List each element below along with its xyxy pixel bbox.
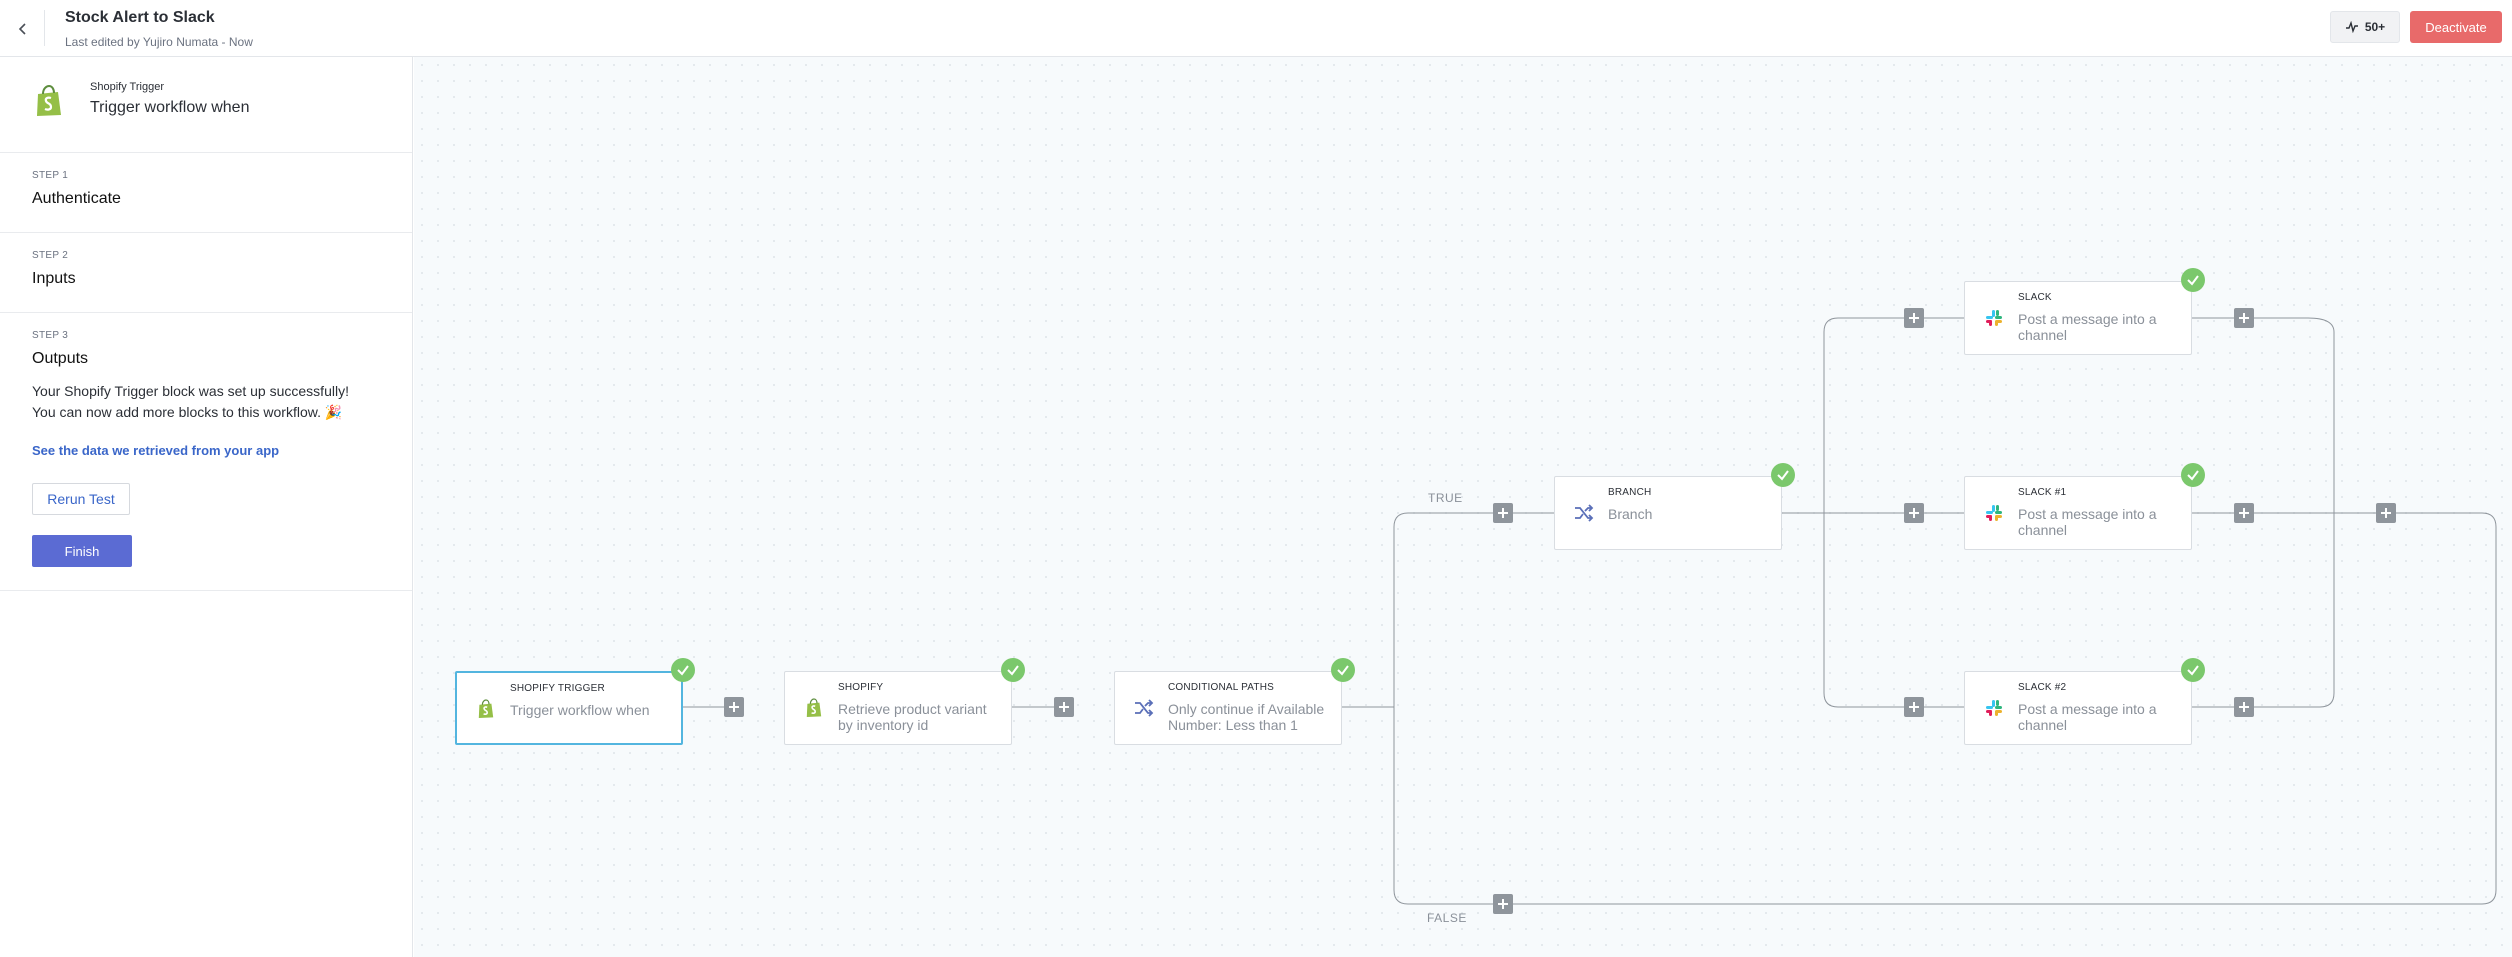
add-step-button[interactable] — [1904, 503, 1924, 523]
slack-icon — [1983, 502, 2005, 524]
success-check-icon — [1001, 658, 1025, 682]
slack-icon — [1983, 697, 2005, 719]
step-title: Authenticate — [32, 190, 121, 207]
retrieved-data-link[interactable]: See the data we retrieved from your app — [32, 443, 280, 458]
true-path-label: TRUE — [1428, 491, 1463, 505]
node-type-label: SLACK — [2018, 292, 2052, 303]
trigger-event-name: Trigger workflow when — [90, 99, 250, 116]
shopify-icon — [803, 697, 825, 719]
success-check-icon — [2181, 268, 2205, 292]
node-shopify-trigger[interactable]: SHOPIFY TRIGGER Trigger workflow when — [455, 671, 683, 745]
chevron-left-icon — [18, 23, 26, 35]
node-type-label: SHOPIFY TRIGGER — [510, 683, 605, 694]
node-shopify[interactable]: SHOPIFY Retrieve product variant by inve… — [784, 671, 1012, 745]
add-step-button[interactable] — [1904, 308, 1924, 328]
node-type-label: SLACK #2 — [2018, 682, 2067, 693]
runs-count: 50+ — [2364, 20, 2386, 34]
top-bar: Stock Alert to Slack Last edited by Yuji… — [0, 0, 2512, 57]
activity-icon — [2345, 21, 2358, 33]
deactivate-button[interactable]: Deactivate — [2410, 11, 2502, 43]
runs-button[interactable]: 50+ — [2330, 11, 2400, 43]
success-check-icon — [2181, 463, 2205, 487]
add-step-button[interactable] — [1054, 697, 1074, 717]
node-slack-1[interactable]: SLACK #1 Post a message into a channel — [1964, 476, 2192, 550]
step-authenticate[interactable]: STEP 1 Authenticate — [0, 153, 412, 233]
shopify-icon — [34, 84, 64, 122]
shopify-icon — [475, 698, 497, 720]
workflow-canvas[interactable]: SHOPIFY TRIGGER Trigger workflow when SH… — [414, 57, 2512, 957]
add-step-button[interactable] — [1904, 697, 1924, 717]
node-slack[interactable]: SLACK Post a message into a channel — [1964, 281, 2192, 355]
slack-icon — [1983, 307, 2005, 329]
node-description: Branch — [1608, 506, 1653, 522]
success-message-line2: You can now add more blocks to this work… — [32, 404, 343, 420]
finish-button[interactable]: Finish — [32, 535, 132, 567]
node-branch[interactable]: BRANCH Branch — [1554, 476, 1782, 550]
step-outputs: STEP 3 Outputs Your Shopify Trigger bloc… — [0, 313, 412, 591]
node-type-label: BRANCH — [1608, 487, 1652, 498]
step-number: STEP 2 — [32, 250, 69, 261]
add-step-button[interactable] — [2234, 503, 2254, 523]
step-inputs[interactable]: STEP 2 Inputs — [0, 233, 412, 313]
last-edited-text: Last edited by Yujiro Numata - Now — [65, 35, 253, 49]
rerun-test-button[interactable]: Rerun Test — [32, 483, 130, 515]
add-step-button[interactable] — [2234, 697, 2254, 717]
shuffle-icon — [1573, 502, 1595, 524]
false-path-label: FALSE — [1427, 911, 1467, 925]
node-description: Post a message into a channel — [2018, 506, 2157, 538]
add-step-button[interactable] — [1493, 503, 1513, 523]
node-type-label: SHOPIFY — [838, 682, 884, 693]
node-description: Trigger workflow when — [510, 702, 650, 718]
success-check-icon — [1771, 463, 1795, 487]
node-description: Retrieve product variant by inventory id — [838, 701, 987, 733]
node-description: Only continue if Available Number: Less … — [1168, 701, 1325, 733]
node-type-label: CONDITIONAL PATHS — [1168, 682, 1275, 693]
step-number: STEP 3 — [32, 330, 69, 341]
add-step-button[interactable] — [2376, 503, 2396, 523]
connector-lines — [683, 317, 2497, 905]
add-step-button[interactable] — [724, 697, 744, 717]
node-type-label: SLACK #1 — [2018, 487, 2067, 498]
node-description: Post a message into a channel — [2018, 701, 2157, 733]
success-message-line1: Your Shopify Trigger block was set up su… — [32, 383, 349, 399]
success-check-icon — [1331, 658, 1355, 682]
success-check-icon — [671, 658, 695, 682]
back-button[interactable] — [8, 14, 38, 44]
step-title: Outputs — [32, 350, 89, 367]
header-divider — [44, 10, 45, 46]
step-number: STEP 1 — [32, 170, 69, 181]
workflow-title: Stock Alert to Slack — [65, 9, 215, 26]
success-check-icon — [2181, 658, 2205, 682]
config-sidebar: Shopify Trigger Trigger workflow when ST… — [0, 57, 413, 957]
add-step-button[interactable] — [2234, 308, 2254, 328]
node-slack-2[interactable]: SLACK #2 Post a message into a channel — [1964, 671, 2192, 745]
add-step-button[interactable] — [1493, 894, 1513, 914]
shuffle-icon — [1133, 697, 1155, 719]
trigger-app-name: Shopify Trigger — [90, 81, 164, 93]
node-conditional-paths[interactable]: CONDITIONAL PATHS Only continue if Avail… — [1114, 671, 1342, 745]
trigger-summary: Shopify Trigger Trigger workflow when — [0, 57, 412, 153]
node-description: Post a message into a channel — [2018, 311, 2157, 343]
step-title: Inputs — [32, 270, 76, 287]
